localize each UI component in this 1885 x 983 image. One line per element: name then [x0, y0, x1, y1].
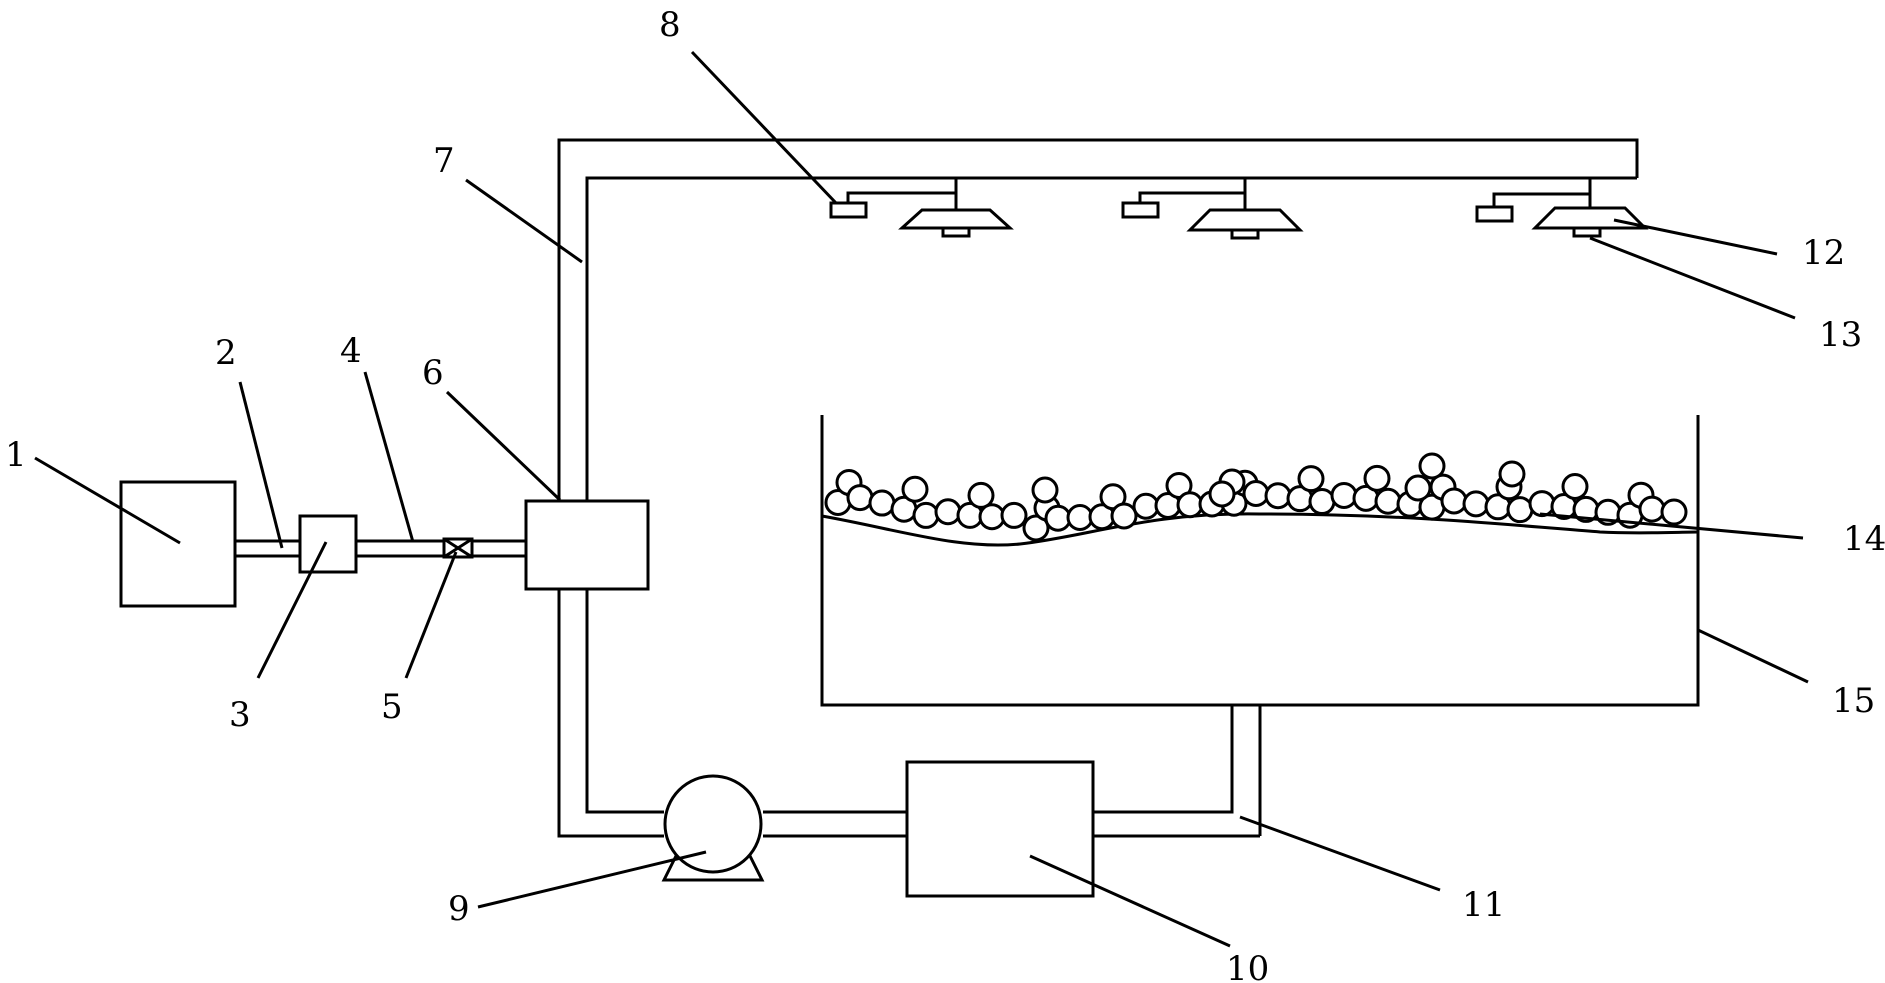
ball [1132, 492, 1160, 520]
ball [901, 475, 929, 503]
spray-unit-3 [1475, 178, 1649, 238]
ball [1561, 472, 1589, 500]
ball [967, 481, 995, 509]
ball [1440, 487, 1468, 515]
ball [1462, 490, 1490, 518]
tank [820, 415, 1700, 707]
liquid-surface [821, 512, 1699, 547]
ball [868, 489, 896, 517]
label-3: 3 [229, 695, 251, 735]
ball [1308, 488, 1336, 516]
ball [1297, 465, 1325, 493]
ball [1363, 464, 1391, 492]
ball [978, 503, 1006, 531]
ball [846, 484, 874, 512]
label-10: 10 [1226, 949, 1269, 983]
ball [912, 501, 940, 529]
label-9: 9 [448, 889, 470, 929]
ball [1110, 502, 1138, 530]
label-13: 13 [1819, 315, 1862, 355]
filter-box [298, 514, 358, 574]
ball [1506, 496, 1534, 524]
label-6: 6 [422, 353, 444, 393]
label-15: 15 [1832, 681, 1875, 721]
ball [1498, 460, 1526, 488]
pump [661, 774, 765, 882]
ball [1242, 480, 1270, 507]
ball [1066, 504, 1094, 531]
label-4: 4 [340, 331, 362, 371]
leader-lines [34, 50, 1809, 948]
ball [1528, 490, 1556, 518]
pipe-2 [235, 539, 300, 558]
ball [1638, 495, 1666, 523]
ball [1330, 481, 1358, 509]
pipe-4 [356, 539, 526, 558]
valve [442, 537, 474, 559]
ball [934, 498, 962, 526]
ball [1208, 480, 1236, 508]
label-8: 8 [659, 5, 681, 45]
ball [1374, 487, 1402, 515]
ball [1660, 498, 1688, 526]
spray-unit-1 [829, 178, 1014, 238]
label-14: 14 [1843, 519, 1885, 559]
floating-balls [824, 452, 1688, 542]
label-1: 1 [5, 435, 27, 475]
loop-pipe [557, 138, 1639, 838]
ball [1418, 452, 1446, 480]
ball [1031, 476, 1059, 504]
label-11: 11 [1462, 885, 1505, 925]
ball [1000, 501, 1028, 529]
source-box [119, 480, 237, 608]
label-12: 12 [1802, 233, 1845, 273]
label-7: 7 [433, 141, 455, 181]
ball [1022, 514, 1050, 542]
heater-box [905, 760, 1095, 898]
ball [1176, 491, 1204, 519]
ball [1404, 474, 1432, 502]
label-2: 2 [215, 333, 237, 373]
ball [1264, 482, 1292, 510]
mixer-box [524, 499, 650, 591]
label-5: 5 [381, 687, 403, 727]
spray-unit-2 [1121, 178, 1304, 240]
ball [1044, 504, 1072, 532]
